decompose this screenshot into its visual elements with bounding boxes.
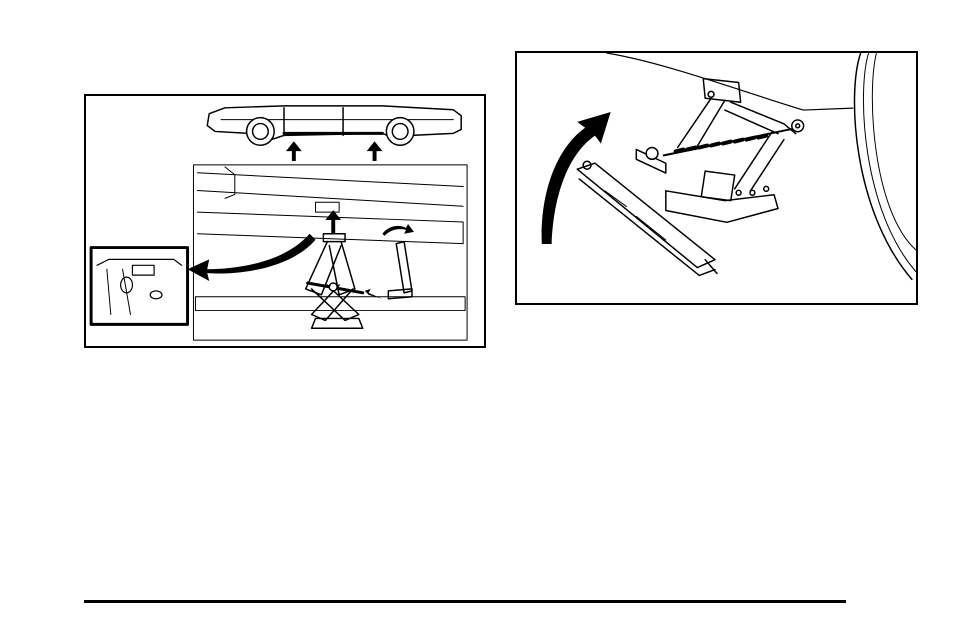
detail-pointer-arrow: [188, 234, 316, 281]
scissor-jack-drawing-right: [517, 53, 916, 303]
lift-point-arrows: [286, 141, 382, 161]
scissor-jack-illustration: [515, 51, 918, 305]
jack-arms: [725, 102, 796, 191]
rotation-arrow: [542, 112, 611, 244]
jack-base: [666, 171, 778, 222]
jack-location-illustration: [84, 94, 486, 348]
footer-rule: [84, 600, 846, 603]
scissor-jack-drawing: [306, 234, 363, 328]
jack-up-arrow: [325, 210, 341, 234]
inset-detail-box: [91, 248, 187, 325]
jack-saddle: [678, 79, 741, 150]
tire-drawing: [854, 53, 915, 279]
jack-location-drawing: [86, 96, 484, 346]
jack-handle-drawing: [388, 242, 412, 299]
jack-handle-lever: [577, 147, 717, 275]
car-side-view: [207, 106, 461, 145]
